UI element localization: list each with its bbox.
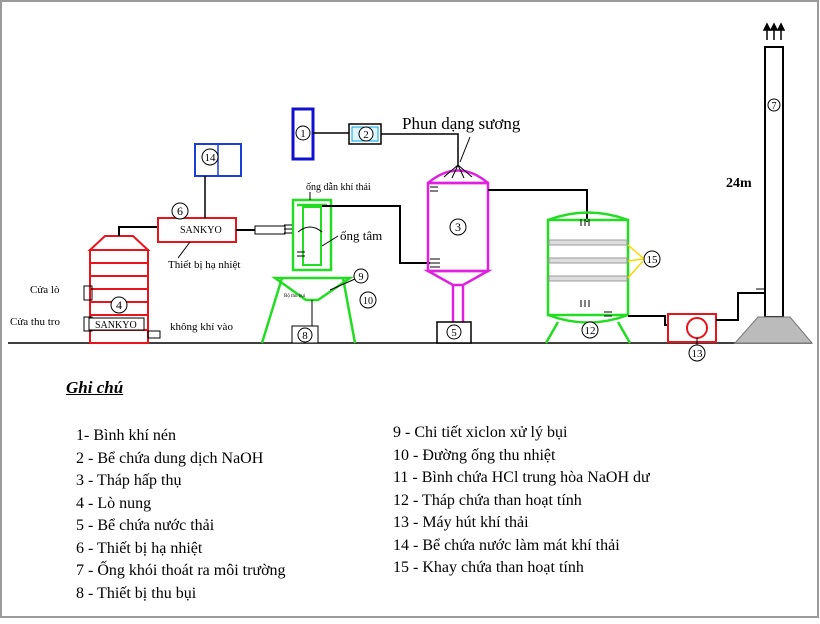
absorber-3 xyxy=(423,169,493,322)
carbon-tower-12 xyxy=(544,211,632,344)
label-circle-4 xyxy=(110,296,128,314)
label-circle-10 xyxy=(359,291,377,309)
legend-item: 3 - Tháp hấp thụ xyxy=(76,472,182,489)
number-8: 8 xyxy=(302,330,308,342)
heat-device-label: Thiết bị hạ nhiệt xyxy=(168,259,240,271)
pipe-2-to-absorber xyxy=(381,133,459,165)
spray-leader xyxy=(459,136,471,163)
label-circle-8 xyxy=(297,327,313,343)
spray-label: Phun dạng sương xyxy=(402,114,521,133)
chimney-height-label: 24m xyxy=(726,176,752,191)
label-circle-12 xyxy=(581,321,599,339)
number-6: 6 xyxy=(177,204,183,218)
legend-item: 12 - Tháp chứa than hoạt tính xyxy=(393,491,582,509)
label-circle-6 xyxy=(171,202,189,220)
label-circle-14 xyxy=(201,148,219,166)
number-4: 4 xyxy=(116,298,122,312)
label-circle-7 xyxy=(767,98,781,112)
legend-item: 10 - Đường ống thu nhiệt xyxy=(393,446,556,464)
cyclone-8 xyxy=(260,198,357,344)
legend-item: 13 - Máy hút khí thải xyxy=(393,514,529,531)
number-13: 13 xyxy=(692,348,704,360)
gas-pipe-label: ống dẫn khí thải xyxy=(306,182,371,193)
legend-item: 11 - Bình chứa HCl trung hòa NaOH dư xyxy=(393,469,650,486)
center-pipe-label: ống tâm xyxy=(340,228,382,243)
spray-nozzle xyxy=(443,164,473,179)
sankyo-bottom-label: SANKYO xyxy=(95,320,137,331)
smoke-arrows-icon xyxy=(762,22,786,40)
legend-item: 7 - Ống khói thoát ra môi trường xyxy=(76,562,286,579)
legend-title: Ghi chú xyxy=(66,378,124,397)
exhaust-fan-13 xyxy=(667,313,717,343)
number-15: 15 xyxy=(647,254,659,266)
legend-item: 15 - Khay chứa than hoạt tính xyxy=(393,559,584,576)
number-1: 1 xyxy=(300,128,306,140)
pipe-cyclone-to-absorber xyxy=(322,205,430,264)
legend-item: 6 - Thiết bị hạ nhiệt xyxy=(76,539,203,557)
label-circle-2 xyxy=(358,126,374,142)
center-pipe xyxy=(302,206,322,266)
legend-left-column: 1- Bình khí nén 2 - Bể chứa dung dịch NaO… xyxy=(76,425,286,605)
chimney-base xyxy=(733,316,814,344)
label-circle-1 xyxy=(295,125,311,141)
pipe-absorber-to-carbon xyxy=(488,189,588,222)
label-circle-3 xyxy=(449,218,467,236)
air-inlet xyxy=(147,330,161,339)
sankyo-burner-bottom xyxy=(88,317,145,331)
number-9: 9 xyxy=(359,272,364,283)
legend-item: 5 - Bể chứa nước thải xyxy=(76,517,215,534)
chimney-7 xyxy=(764,46,784,318)
legend-item: 8 - Thiết bị thu bụi xyxy=(76,584,197,602)
cyclone-small-label: Bộ thu bụi xyxy=(284,294,306,299)
pipe-fan-to-chimney xyxy=(716,292,765,321)
legend-right-column: 9 - Chi tiết xiclon xử lý bụi 10 - Đường … xyxy=(393,422,650,580)
carbon-trays xyxy=(548,239,628,282)
number-12: 12 xyxy=(585,325,596,337)
furnace-door-label: Cửa lò xyxy=(30,284,60,296)
number-2: 2 xyxy=(363,129,369,141)
heat-device-leader xyxy=(177,241,191,259)
center-pipe-leader xyxy=(321,235,339,247)
label-circle-9 xyxy=(353,268,369,284)
flow-arrow-icons xyxy=(284,186,764,317)
pipe-segment xyxy=(254,225,286,235)
number-10: 10 xyxy=(363,296,373,307)
label-circle-15 xyxy=(643,250,661,268)
legend-item: 14 - Bể chứa nước làm mát khí thải xyxy=(393,536,620,554)
air-in-label: không khí vào xyxy=(170,321,233,333)
furnace-door xyxy=(83,285,93,301)
legend-item: 2 - Bể chứa dung dịch NaOH xyxy=(76,449,264,467)
pipe-carbon-to-fan xyxy=(628,315,670,326)
sankyo-top-label: SANKYO xyxy=(180,225,222,236)
legend-item: 4 - Lò nung xyxy=(76,494,152,512)
number-3: 3 xyxy=(455,220,461,234)
tray-pointers-15 xyxy=(627,244,644,279)
number-5: 5 xyxy=(451,327,457,339)
ash-door-label: Cửa thu tro xyxy=(10,316,60,328)
label-circle-5 xyxy=(446,324,462,340)
leader-9 xyxy=(329,278,356,291)
number-14: 14 xyxy=(205,152,217,164)
legend-item: 9 - Chi tiết xiclon xử lý bụi xyxy=(393,424,568,441)
swirl-arrow xyxy=(297,226,323,233)
number-7: 7 xyxy=(772,101,777,112)
pipe-furnace-to-cooler xyxy=(118,226,158,236)
legend-item: 1- Bình khí nén xyxy=(76,427,176,444)
